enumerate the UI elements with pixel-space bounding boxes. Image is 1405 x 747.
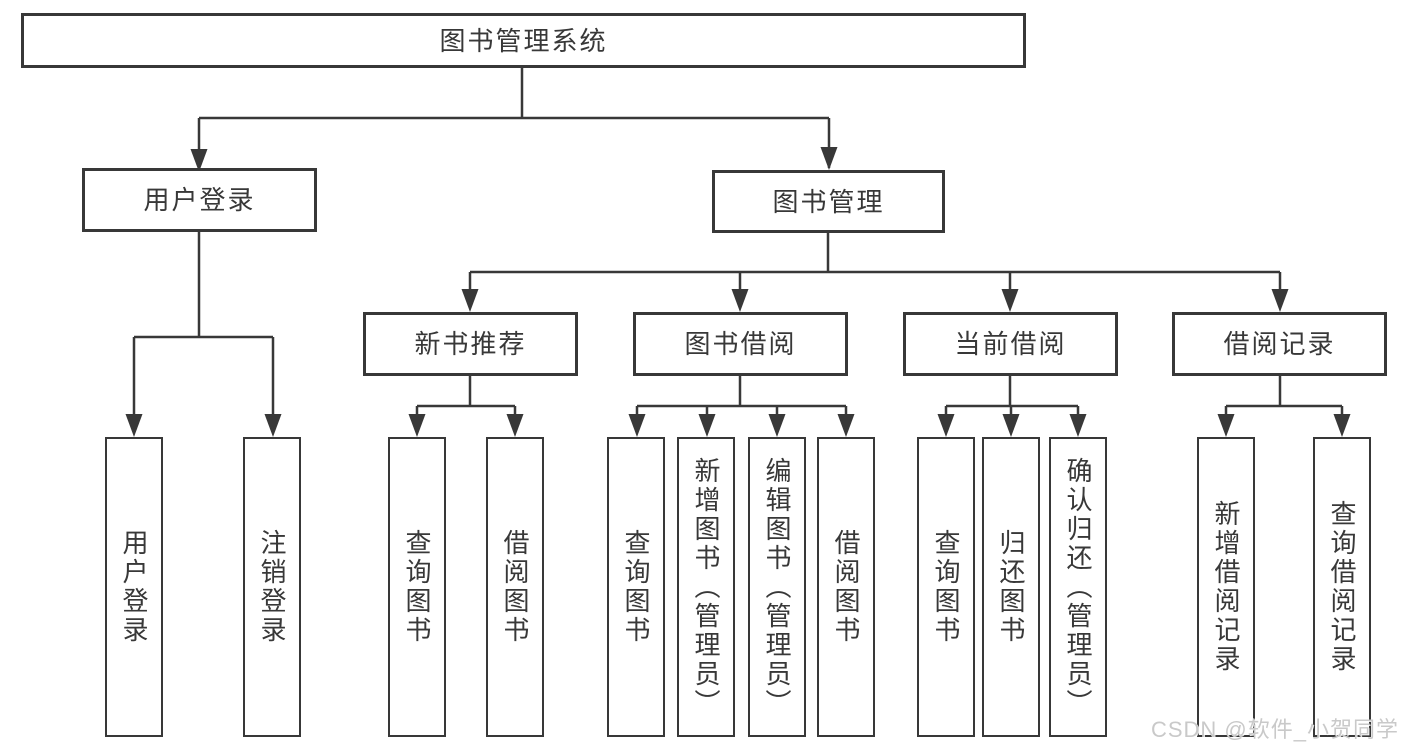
node-label: 图书管理系统 bbox=[439, 25, 608, 56]
arrow-icon bbox=[731, 289, 749, 312]
arrow-icon bbox=[937, 414, 955, 437]
node-label: 用户登录 bbox=[119, 529, 149, 645]
node-user-login-branch: 用户登录 bbox=[82, 168, 317, 232]
node-user-login: 用户登录 bbox=[105, 437, 163, 737]
node-label: 新增借阅记录 bbox=[1211, 500, 1241, 674]
arrow-icon bbox=[1001, 289, 1019, 312]
node-label: 查询图书 bbox=[402, 529, 432, 645]
node-label: 当前借阅 bbox=[954, 329, 1067, 359]
node-label: 借阅记录 bbox=[1223, 329, 1336, 359]
node-label: 查询借阅记录 bbox=[1327, 500, 1357, 674]
arrow-icon bbox=[264, 414, 282, 437]
node-label: 查询图书 bbox=[621, 529, 651, 645]
node-label: 图书借阅 bbox=[684, 329, 797, 359]
node-label: 确认归还（管理员） bbox=[1063, 456, 1093, 718]
node-query-books-3: 查询图书 bbox=[917, 437, 975, 737]
arrow-icon bbox=[698, 414, 716, 437]
node-confirm-return-admin: 确认归还（管理员） bbox=[1049, 437, 1107, 737]
node-query-books-1: 查询图书 bbox=[388, 437, 446, 737]
arrow-icon bbox=[408, 414, 426, 437]
arrow-icon bbox=[1271, 289, 1289, 312]
arrow-icon bbox=[1217, 414, 1235, 437]
node-label: 编辑图书（管理员） bbox=[762, 456, 792, 718]
arrow-icon bbox=[628, 414, 646, 437]
node-add-borrow-record: 新增借阅记录 bbox=[1197, 437, 1255, 737]
arrow-icon bbox=[820, 147, 838, 170]
node-label: 借阅图书 bbox=[500, 529, 530, 645]
node-book-management-branch: 图书管理 bbox=[712, 170, 945, 233]
node-new-book-recommendation: 新书推荐 bbox=[363, 312, 578, 376]
node-label: 归还图书 bbox=[996, 529, 1026, 645]
arrow-icon bbox=[1002, 414, 1020, 437]
arrow-icon bbox=[125, 414, 143, 437]
node-label: 新书推荐 bbox=[414, 329, 527, 359]
node-edit-books-admin: 编辑图书（管理员） bbox=[748, 437, 806, 737]
arrow-icon bbox=[1333, 414, 1351, 437]
arrow-icon bbox=[837, 414, 855, 437]
node-label: 图书管理 bbox=[772, 186, 885, 217]
csdn-watermark: CSDN @软件_小贺同学 bbox=[1150, 717, 1399, 742]
arrow-icon bbox=[461, 289, 479, 312]
arrowheads bbox=[125, 147, 1351, 437]
node-label: 查询图书 bbox=[931, 529, 961, 645]
node-library-management-system: 图书管理系统 bbox=[21, 13, 1026, 68]
node-query-borrow-record: 查询借阅记录 bbox=[1313, 437, 1371, 737]
node-label: 新增图书（管理员） bbox=[691, 456, 721, 718]
node-borrow-books-1: 借阅图书 bbox=[486, 437, 544, 737]
node-borrowing-records: 借阅记录 bbox=[1172, 312, 1387, 376]
node-borrow-books-2: 借阅图书 bbox=[817, 437, 875, 737]
node-book-borrowing: 图书借阅 bbox=[633, 312, 848, 376]
node-label: 注销登录 bbox=[257, 529, 287, 645]
arrow-icon bbox=[190, 149, 208, 172]
node-label: 借阅图书 bbox=[831, 529, 861, 645]
node-current-borrowing: 当前借阅 bbox=[903, 312, 1118, 376]
arrow-icon bbox=[506, 414, 524, 437]
node-return-books: 归还图书 bbox=[982, 437, 1040, 737]
node-add-books-admin: 新增图书（管理员） bbox=[677, 437, 735, 737]
arrow-icon bbox=[768, 414, 786, 437]
arrow-icon bbox=[1069, 414, 1087, 437]
node-query-books-2: 查询图书 bbox=[607, 437, 665, 737]
node-logout: 注销登录 bbox=[243, 437, 301, 737]
connector-paths bbox=[132, 68, 1344, 433]
node-label: 用户登录 bbox=[143, 185, 256, 215]
